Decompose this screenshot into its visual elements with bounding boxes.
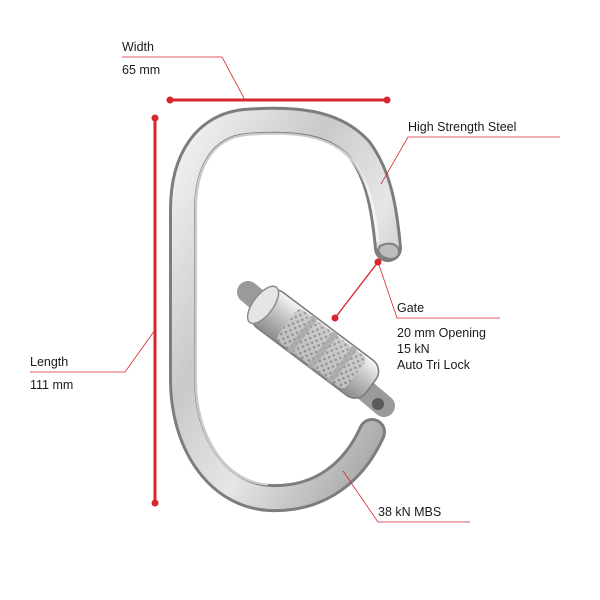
gate-lock: Auto Tri Lock [397, 358, 470, 372]
gate-leader-dot-bottom [331, 314, 339, 322]
mbs-leader [342, 470, 470, 523]
width-value: 65 mm [122, 63, 161, 77]
carabiner-frame [169, 106, 402, 513]
gate-label-leader [377, 261, 500, 319]
gate-leader [334, 261, 379, 319]
length-title: Length [30, 355, 69, 369]
length-dim-endpoint-bottom [151, 499, 159, 507]
callout-lines [30, 56, 560, 523]
width-dim-endpoint-left [166, 96, 174, 104]
gate-leader-dot-top [374, 258, 382, 266]
length-value: 111 mm [30, 378, 74, 392]
gate-title: Gate [397, 301, 425, 315]
width-title: Width [122, 40, 154, 54]
width-leader [122, 56, 246, 101]
material-title: High Strength Steel [408, 120, 517, 134]
mbs-title: 38 kN MBS [378, 505, 442, 519]
length-leader [30, 329, 156, 373]
width-dim-endpoint-right [383, 96, 391, 104]
material-leader [380, 136, 560, 185]
gate-opening: 20 mm Opening [397, 326, 486, 340]
length-dim-endpoint-top [151, 114, 159, 122]
locking-gate [237, 281, 395, 417]
gate-strength: 15 kN [397, 342, 430, 356]
